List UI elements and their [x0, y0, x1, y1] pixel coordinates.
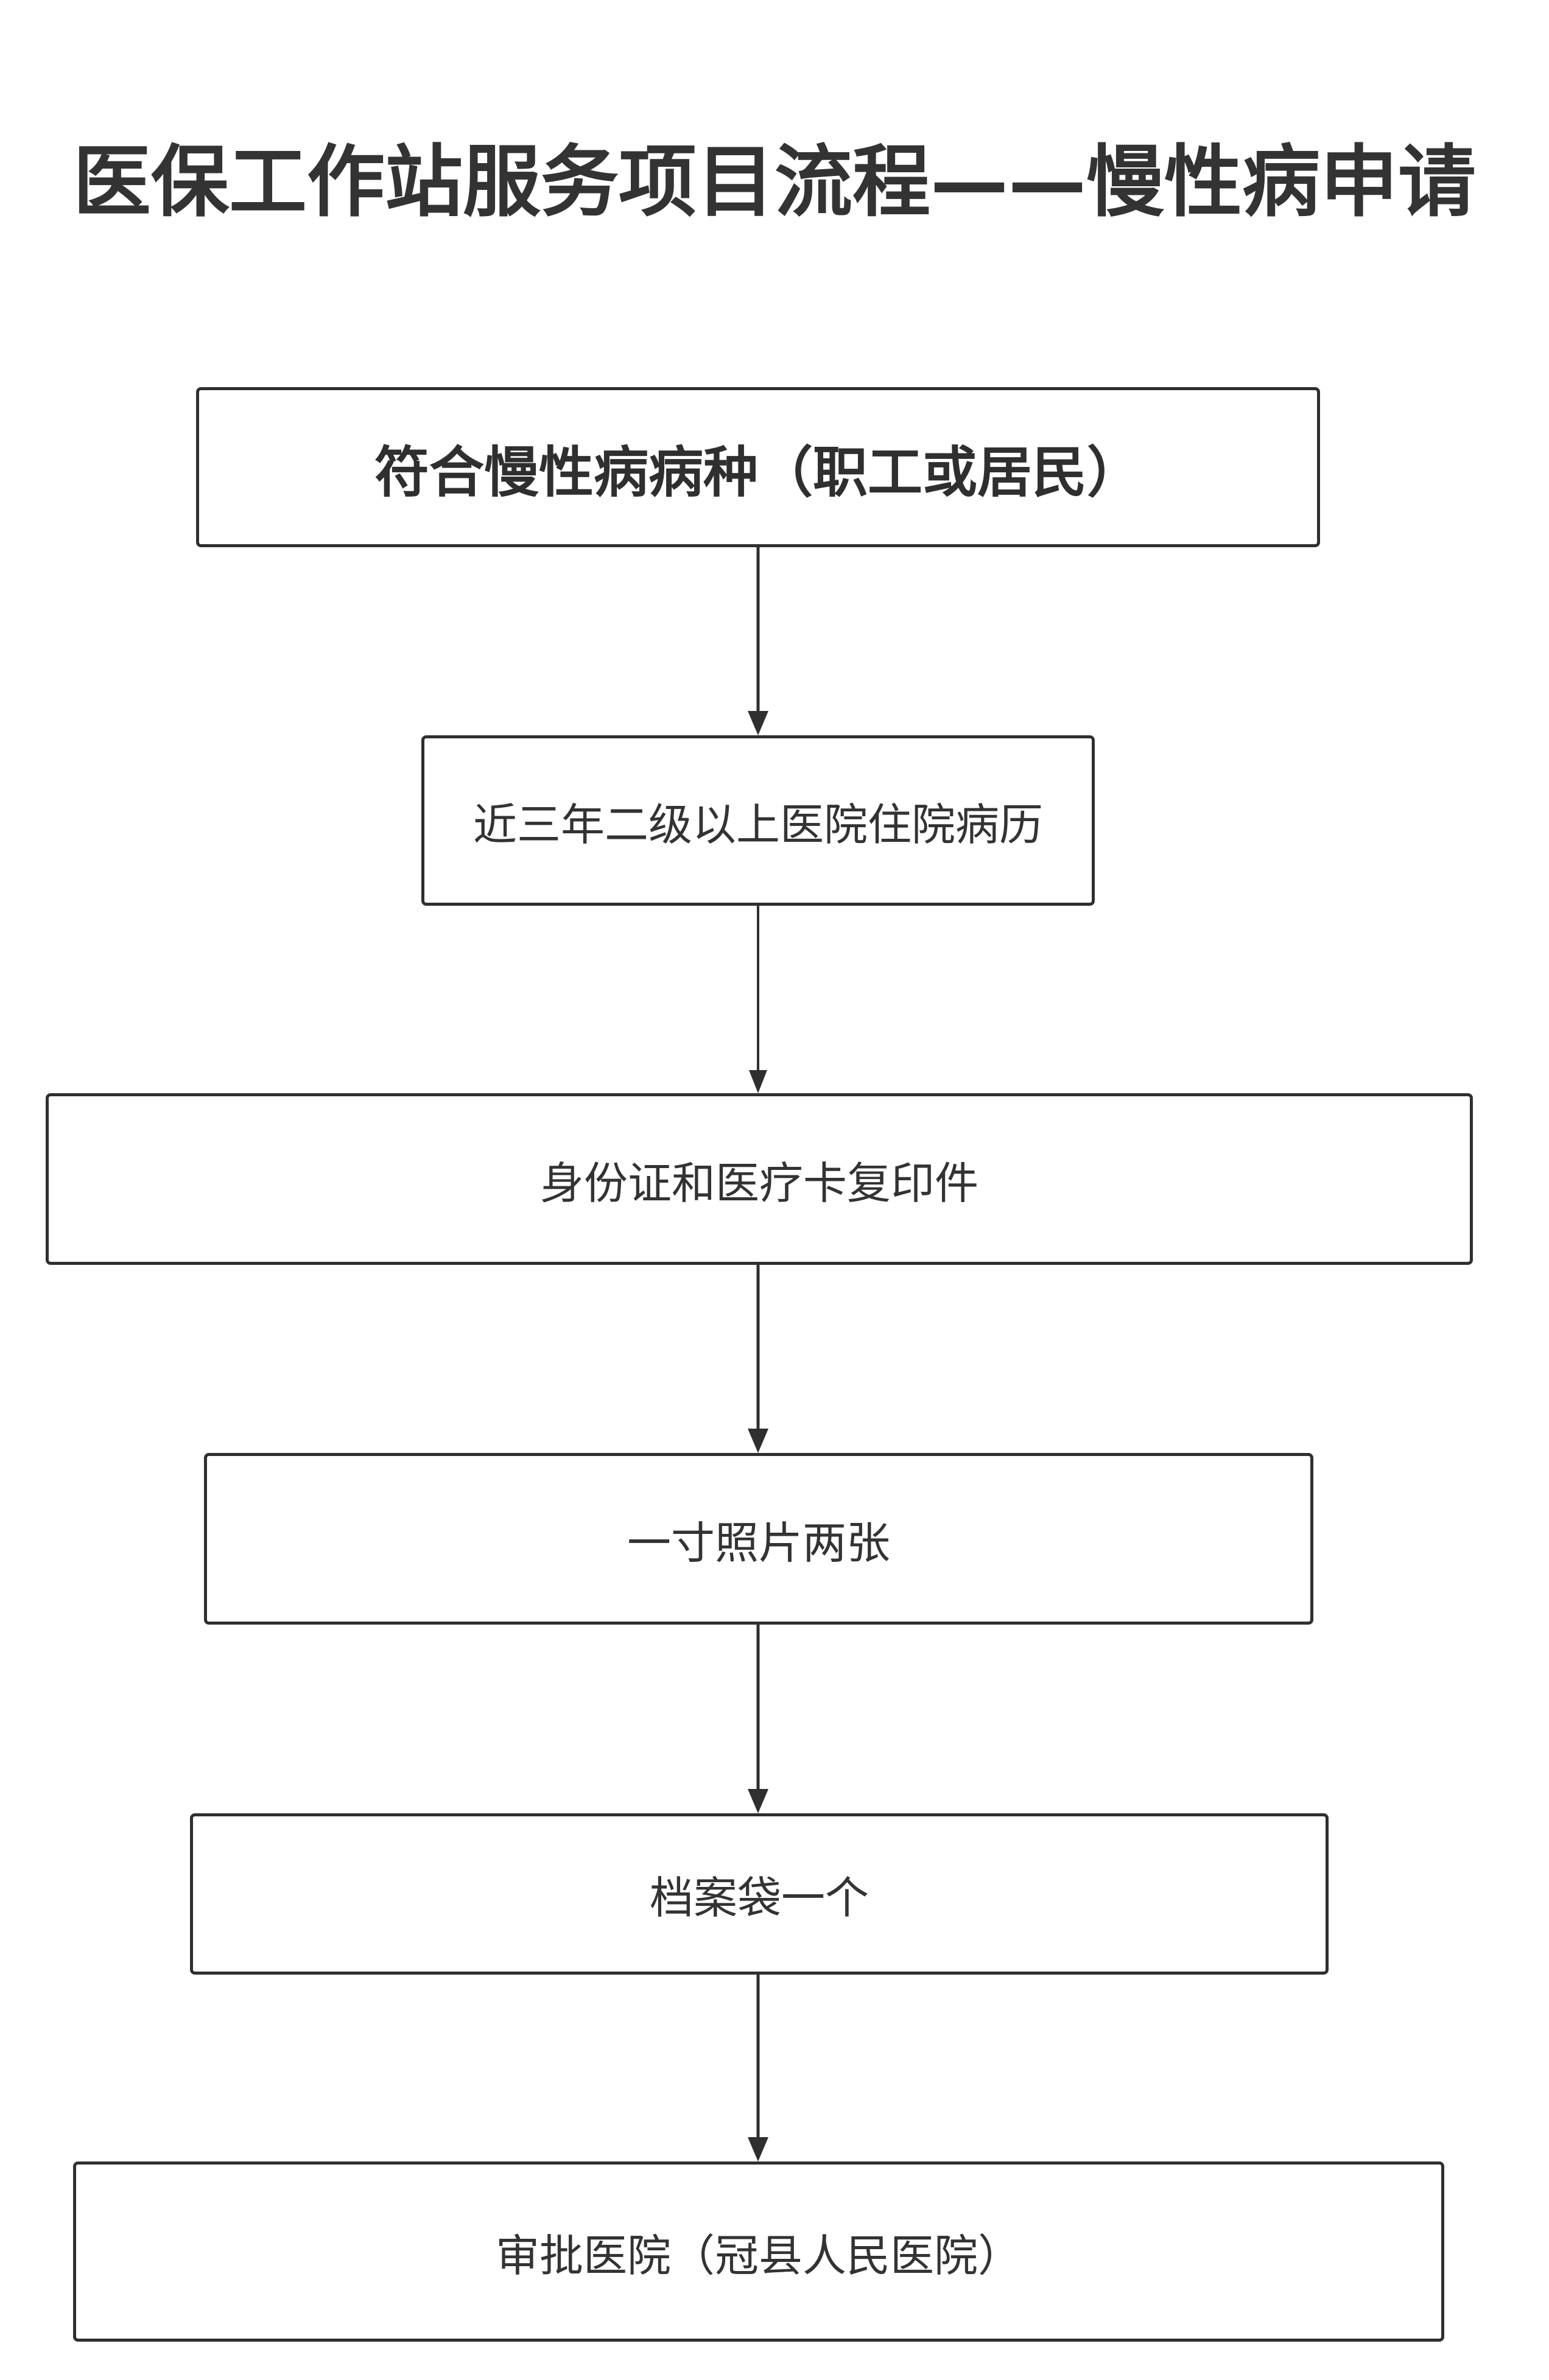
- node-label: 近三年二级以上医院住院病历: [472, 799, 1043, 850]
- arrow-n2-n3: [749, 1070, 767, 1093]
- node-label: 身份证和医疗卡复印件: [539, 1157, 978, 1209]
- arrow-n1-n2: [748, 711, 768, 735]
- node-label: 一寸照片两张: [627, 1517, 890, 1569]
- node-file-bag: 档案袋一个: [190, 1813, 1329, 1975]
- node-disease-eligibility: 符合慢性病病种（职工或居民）: [196, 387, 1320, 547]
- node-photos: 一寸照片两张: [204, 1453, 1313, 1625]
- node-label: 符合慢性病病种（职工或居民）: [374, 440, 1142, 505]
- arrow-n5-n6: [748, 2137, 768, 2161]
- node-id-copies: 身份证和医疗卡复印件: [46, 1093, 1473, 1265]
- page-title: 医保工作站服务项目流程——慢性病申请: [72, 137, 1476, 228]
- node-hospital-records: 近三年二级以上医院住院病历: [421, 735, 1095, 906]
- node-approval-hospital: 审批医院（冠县人民医院）: [73, 2161, 1444, 2342]
- arrow-n4-n5: [748, 1789, 768, 1813]
- node-label: 审批医院（冠县人民医院）: [495, 2230, 1022, 2281]
- node-label: 档案袋一个: [649, 1872, 869, 1923]
- arrow-n3-n4: [748, 1429, 768, 1453]
